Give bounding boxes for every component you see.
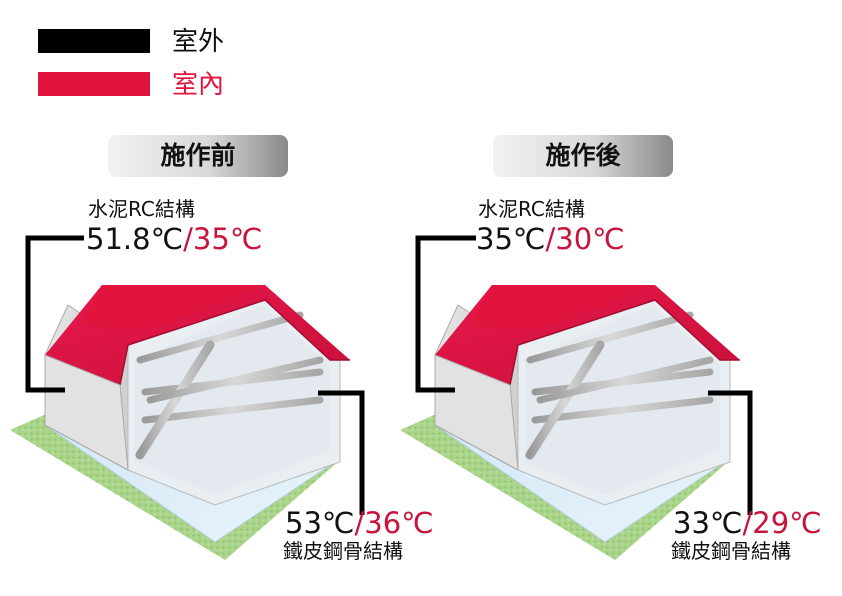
before-steel-outdoor: 53℃ <box>285 506 355 540</box>
after-title-pill: 施作後 <box>493 135 673 177</box>
before-steel-indoor: /36℃ <box>354 506 434 540</box>
before-title-pill: 施作前 <box>108 135 288 177</box>
after-steel-outdoor: 33℃ <box>673 506 743 540</box>
leader-steel-before <box>318 390 365 515</box>
after-rc-indoor: /30℃ <box>545 222 625 256</box>
legend-indoor-swatch <box>38 72 150 96</box>
legend-outdoor-swatch <box>38 29 150 53</box>
legend-indoor-label: 室內 <box>172 70 225 100</box>
before-rc-temps: 51.8℃/35℃ <box>86 224 262 254</box>
after-rc-temps: 35℃/30℃ <box>476 224 625 254</box>
after-steel-label: 鐵皮鋼骨結構 <box>671 539 791 563</box>
legend-outdoor-label: 室外 <box>172 27 225 57</box>
before-steel-temps: 53℃/36℃ <box>285 508 434 538</box>
before-rc-outdoor: 51.8℃ <box>86 222 184 256</box>
after-rc-outdoor: 35℃ <box>476 222 546 256</box>
leader-steel-after <box>708 390 753 515</box>
leader-rc-after <box>415 235 476 393</box>
before-steel-label: 鐵皮鋼骨結構 <box>283 539 403 563</box>
after-rc-label: 水泥RC結構 <box>478 197 585 221</box>
leader-rc-before <box>25 235 84 393</box>
after-steel-temps: 33℃/29℃ <box>673 508 822 538</box>
before-rc-label: 水泥RC結構 <box>88 197 195 221</box>
before-rc-indoor: /35℃ <box>183 222 263 256</box>
after-steel-indoor: /29℃ <box>742 506 822 540</box>
